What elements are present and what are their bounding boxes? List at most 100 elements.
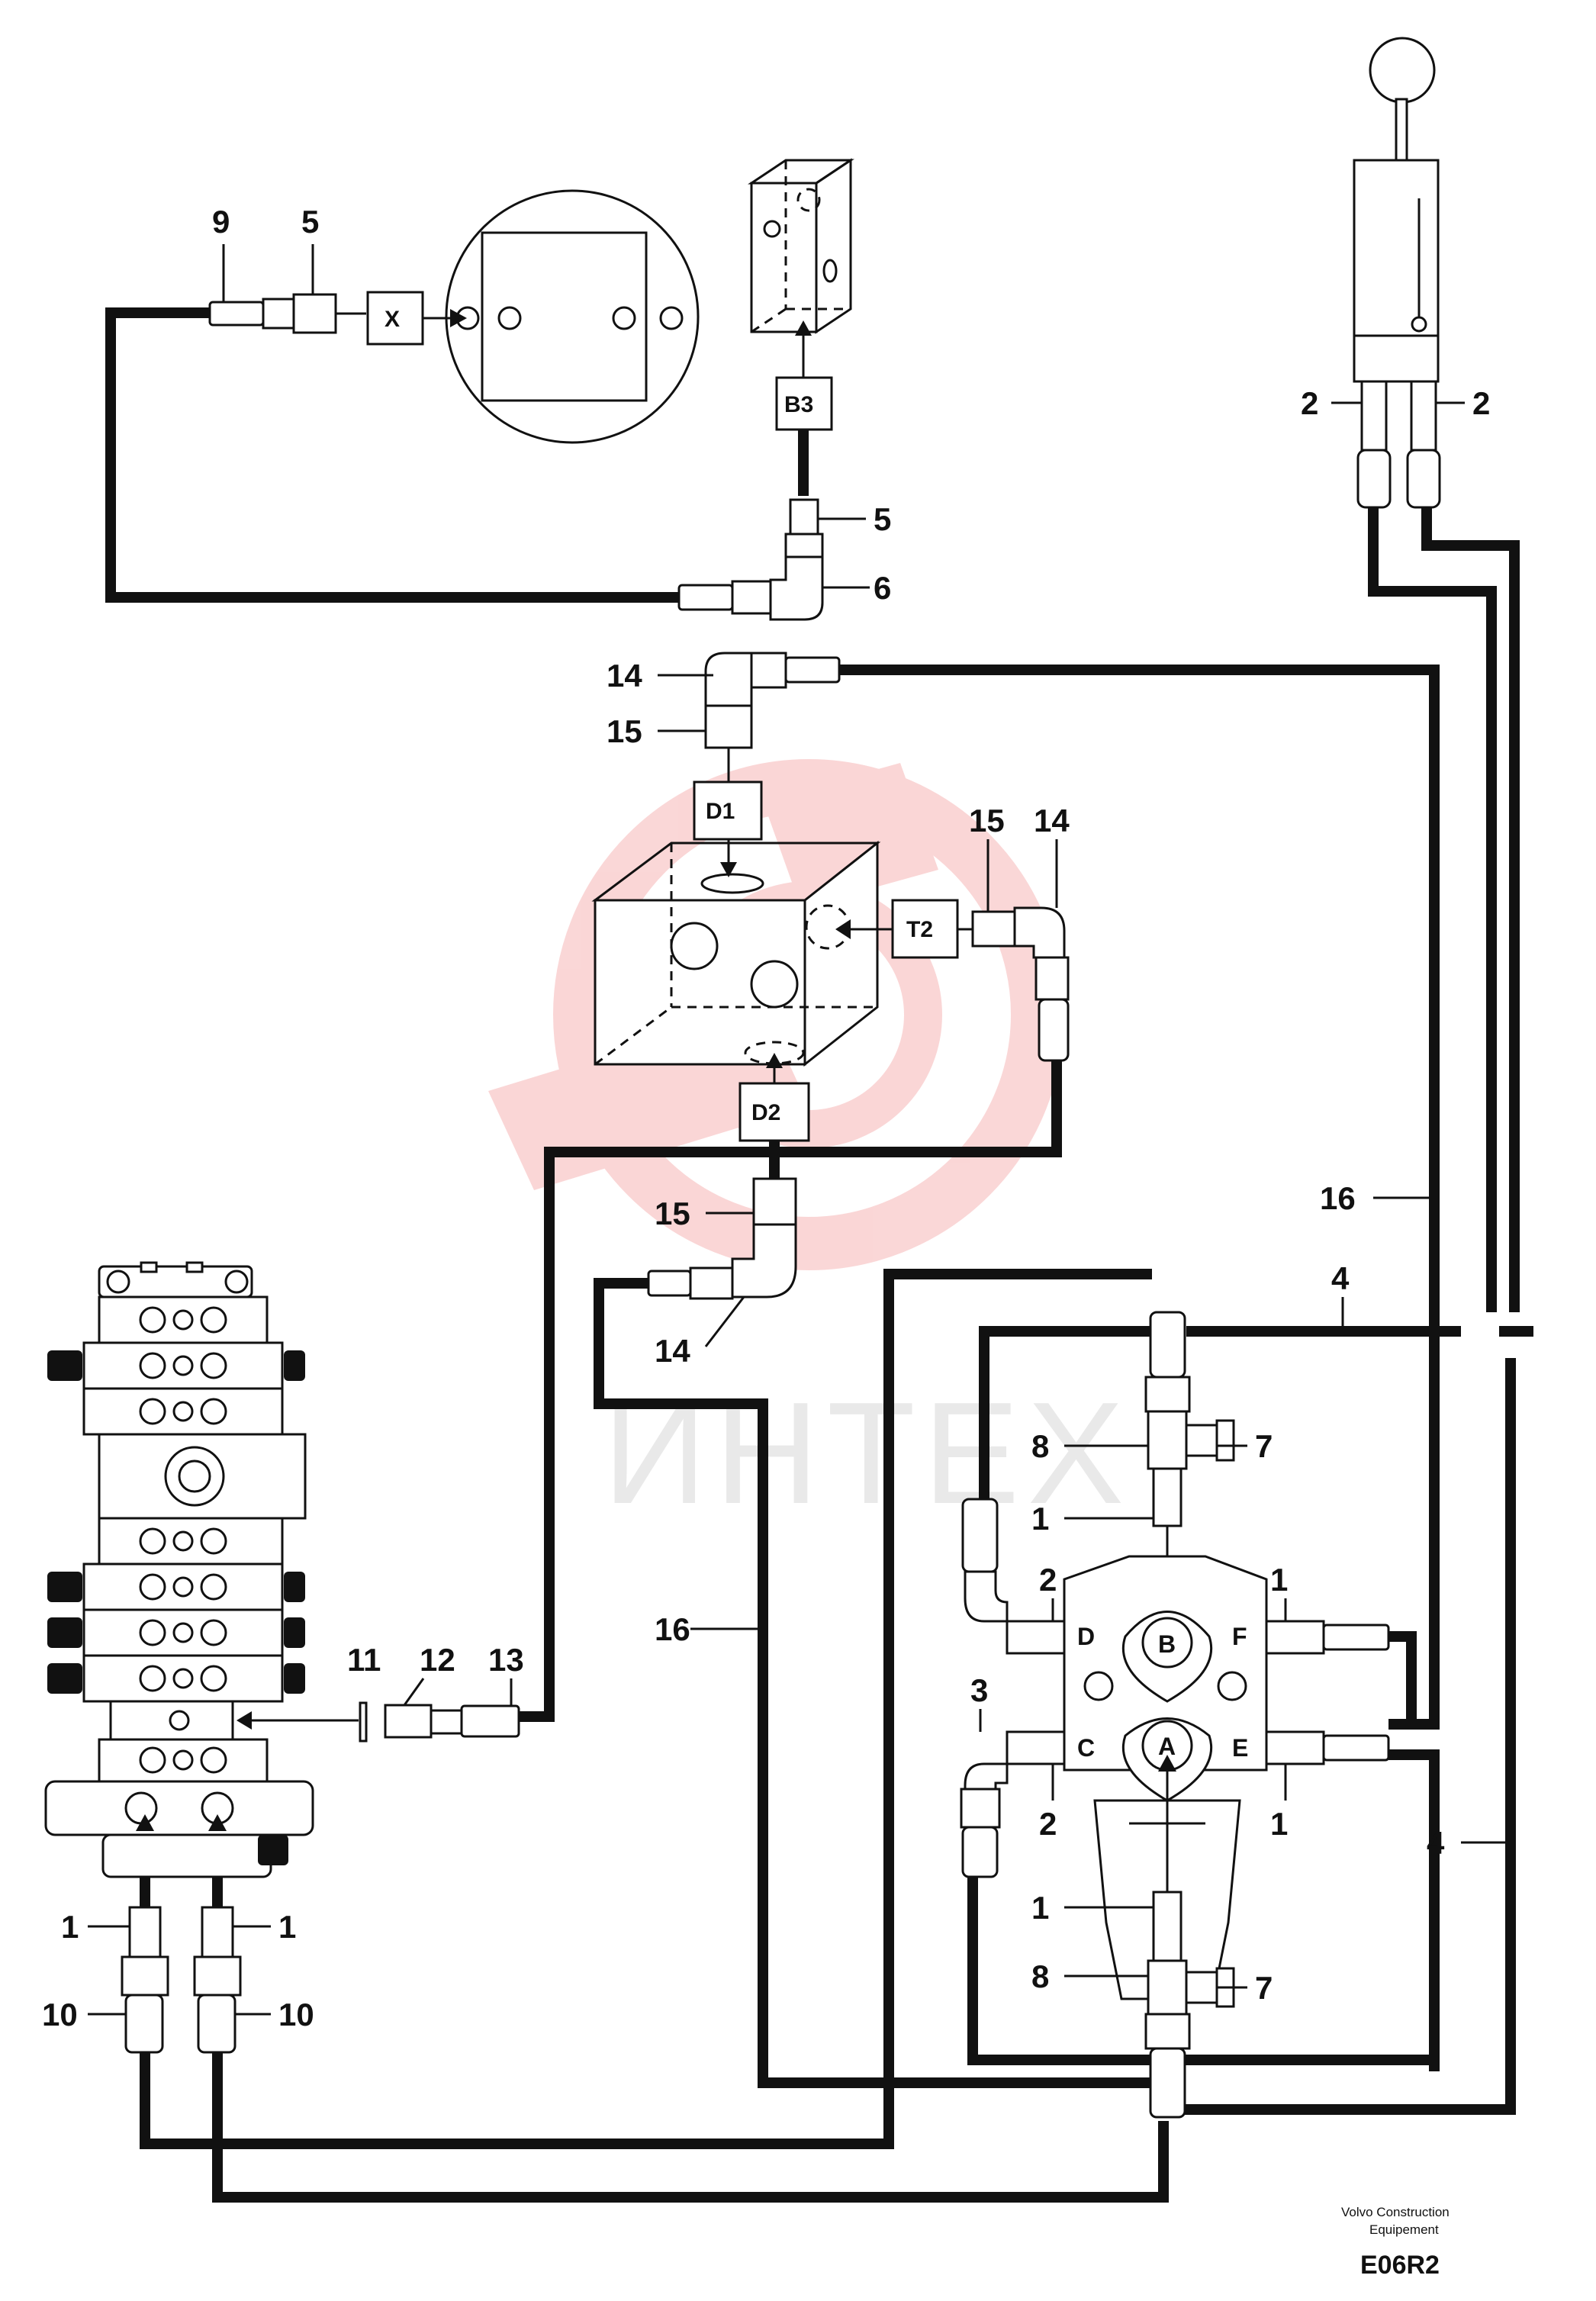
arrow-b3 — [795, 320, 812, 336]
hose-end-14-d2 — [647, 1270, 692, 1297]
line-t2-to-13 — [519, 1060, 1062, 1722]
hose-end-14-d1 — [784, 656, 841, 684]
callout-9: 9 — [212, 204, 230, 240]
line-f-return — [1388, 1631, 1417, 1724]
callout-14-d1: 14 — [607, 658, 642, 694]
callout-15-t2: 15 — [969, 803, 1005, 838]
line-d2-14-loop — [594, 1278, 1160, 2088]
valve-section-base — [101, 1833, 272, 1878]
fitting-12 — [384, 1704, 433, 1739]
callout-1-e: 1 — [1270, 1806, 1288, 1842]
valve-section-inlet — [109, 1700, 234, 1741]
tee-8-bottom — [1147, 1959, 1188, 2016]
callout-1-cv-right: 1 — [278, 1909, 296, 1945]
callout-14-t2: 14 — [1034, 803, 1070, 838]
callout-8-bottom: 8 — [1031, 1958, 1049, 1994]
plug-7-top — [1185, 1424, 1218, 1457]
fitting-1-e — [1265, 1730, 1325, 1765]
hose-end-6 — [677, 584, 734, 611]
nipple-5b — [292, 293, 337, 334]
callout-7-bottom: 7 — [1255, 1970, 1273, 2006]
hose-end-9 — [208, 301, 265, 327]
valve-section-7 — [82, 1608, 284, 1657]
round-plate — [445, 189, 700, 444]
callout-11: 11 — [347, 1642, 381, 1678]
callout-4-top: 4 — [1331, 1260, 1350, 1296]
callout-5-b3: 5 — [874, 501, 891, 537]
callout-3: 3 — [970, 1672, 988, 1708]
lower-hose-end — [1149, 2047, 1186, 2119]
arrow-x — [450, 309, 467, 327]
top-left-assembly: X — [208, 189, 700, 444]
valve-port-d-label: D — [1077, 1623, 1095, 1650]
figure-code: E06R2 — [1360, 2251, 1440, 2280]
hose-end-14-t2 — [1038, 998, 1070, 1062]
fitting-1-bottom — [1152, 1891, 1183, 1962]
fitting-15-d2 — [752, 1177, 797, 1226]
arrow-d1 — [720, 862, 737, 877]
valve-port-e-label: E — [1232, 1734, 1248, 1762]
b3-assembly: B3 — [677, 158, 854, 621]
line-upper-loop — [979, 1326, 1152, 1499]
callout-1-f: 1 — [1270, 1562, 1288, 1598]
hose-end-13 — [460, 1704, 520, 1738]
valve-section-1 — [98, 1295, 269, 1344]
valve-section-8 — [82, 1654, 284, 1703]
valve-spool-holes — [124, 1306, 234, 1825]
line-x-to-b3 — [105, 307, 679, 603]
valve-section-9 — [98, 1738, 269, 1783]
arrow-cv-right — [208, 1814, 227, 1831]
valve-port-b-circle — [1141, 1617, 1193, 1669]
valve-port-c-label: C — [1077, 1734, 1095, 1762]
joystick-body — [1353, 159, 1440, 383]
joystick-fitting-right-a — [1410, 380, 1437, 452]
port-box-x-label: X — [385, 307, 400, 332]
valve-section-3 — [82, 1387, 284, 1436]
hose-end-10-left — [124, 1994, 164, 2054]
callout-4-right: 4 — [1427, 1825, 1445, 1861]
callout-1-cv-left: 1 — [61, 1909, 79, 1945]
callout-2-joystick-left: 2 — [1301, 385, 1318, 421]
fitting-1-cv-right — [201, 1906, 234, 1958]
hose-end-10-right — [197, 1994, 237, 2054]
elbow-d — [964, 1570, 1009, 1623]
arrow-a — [1158, 1755, 1176, 1772]
elbow-14-d1 — [704, 652, 753, 707]
valve-section-10 — [44, 1780, 314, 1836]
callout-10-left: 10 — [42, 1997, 78, 2032]
watermark-text: ИНТЕХ — [603, 1373, 1131, 1534]
line-16-right — [1388, 1194, 1440, 1730]
line-4-lower-loop — [1167, 1358, 1516, 2115]
line-joystick-left — [1368, 507, 1497, 1312]
tank-block-assembly: D1 T2 D2 — [591, 652, 1070, 1300]
port-box-d2 — [738, 1082, 810, 1142]
line-c-hose — [967, 1827, 1434, 2065]
fitting-2-d — [1006, 1620, 1066, 1655]
callout-15-d2: 15 — [655, 1196, 690, 1231]
b3-block-top — [748, 159, 854, 185]
hose-end-3-upper — [961, 1498, 999, 1573]
callout-10-right: 10 — [278, 1997, 314, 2032]
line-d1-to-e — [839, 665, 1440, 1194]
hydraulic-lines — [105, 307, 1533, 2203]
callout-16-right: 16 — [1320, 1180, 1356, 1216]
elbow-14-t2 — [1013, 906, 1066, 959]
callout-5-top: 5 — [301, 204, 319, 240]
line-bottom-hose — [212, 2052, 1169, 2203]
joystick-assembly — [1353, 37, 1441, 509]
valve-solenoids — [47, 1350, 305, 1865]
callout-7-top: 7 — [1255, 1428, 1273, 1464]
round-plate-square — [481, 231, 648, 402]
valve-section-5 — [98, 1517, 284, 1566]
callout-2-joystick-right: 2 — [1472, 385, 1490, 421]
upper-hose-end — [1149, 1311, 1186, 1379]
fitting-1-f — [1265, 1620, 1325, 1655]
port-box-x — [366, 291, 424, 346]
fitting-15-d1 — [704, 704, 753, 749]
leader-lines — [88, 244, 1511, 2016]
joystick-knob — [1369, 37, 1436, 104]
valve-section-4 — [98, 1433, 307, 1520]
callout-13: 13 — [488, 1642, 524, 1678]
fitting-15-t2 — [971, 910, 1016, 948]
